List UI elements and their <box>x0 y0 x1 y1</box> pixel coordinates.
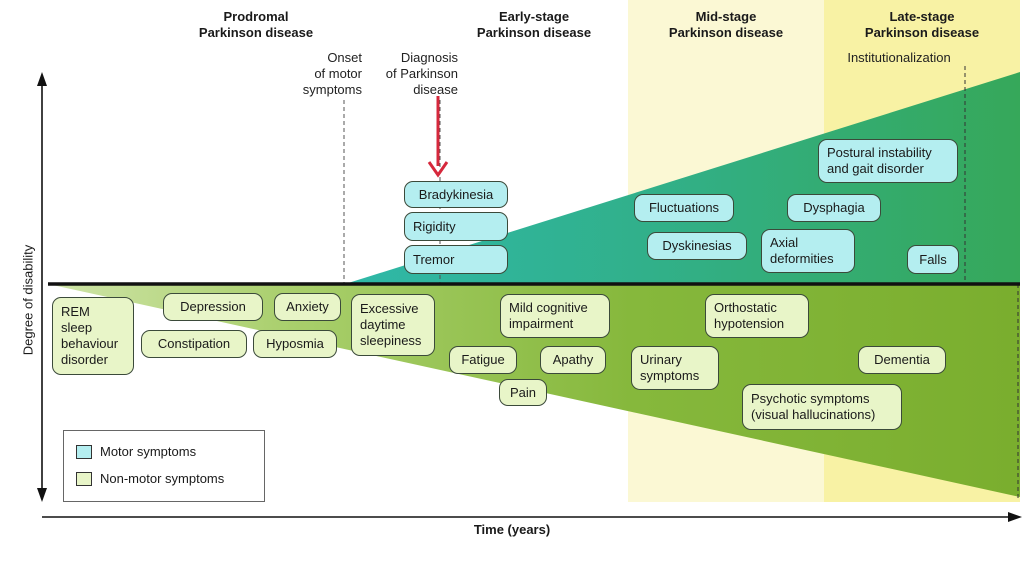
legend-motor: Motor symptoms <box>76 444 196 459</box>
diagnosis-arrowhead <box>427 161 449 178</box>
symptom-psychotic: Psychotic symptoms(visual hallucinations… <box>742 384 902 430</box>
symptom-hyposmia: Hyposmia <box>253 330 337 358</box>
symptom-depression: Depression <box>163 293 263 321</box>
legend: Motor symptoms Non-motor symptoms <box>63 430 265 502</box>
symptom-falls: Falls <box>907 245 959 274</box>
legend-non-motor: Non-motor symptoms <box>76 471 224 486</box>
y-axis-arrow-bottom <box>37 488 47 502</box>
symptom-fatigue: Fatigue <box>449 346 517 374</box>
symptom-fluctuations: Fluctuations <box>634 194 734 222</box>
symptom-tremor: Tremor <box>404 245 508 274</box>
symptom-dyskinesias: Dyskinesias <box>647 232 747 260</box>
legend-motor-swatch <box>76 444 92 459</box>
x-axis-arrow <box>1008 512 1022 522</box>
x-axis-label: Time (years) <box>473 522 551 537</box>
symptom-anxiety: Anxiety <box>274 293 341 321</box>
symptom-apathy: Apathy <box>540 346 606 374</box>
symptom-dementia: Dementia <box>858 346 946 374</box>
symptom-bradykinesia: Bradykinesia <box>404 181 508 208</box>
symptom-rigidity: Rigidity <box>404 212 508 241</box>
legend-non-motor-label: Non-motor symptoms <box>100 471 225 486</box>
y-axis-label: Degree of disability <box>20 244 36 356</box>
symptom-pain: Pain <box>499 379 547 406</box>
symptom-dysphagia: Dysphagia <box>787 194 881 222</box>
event-institutionalization: Institutionalization <box>847 50 951 65</box>
symptom-constipation: Constipation <box>141 330 247 358</box>
legend-non-motor-swatch <box>76 471 92 486</box>
y-axis-arrow-top <box>37 72 47 86</box>
legend-motor-label: Motor symptoms <box>100 444 197 459</box>
